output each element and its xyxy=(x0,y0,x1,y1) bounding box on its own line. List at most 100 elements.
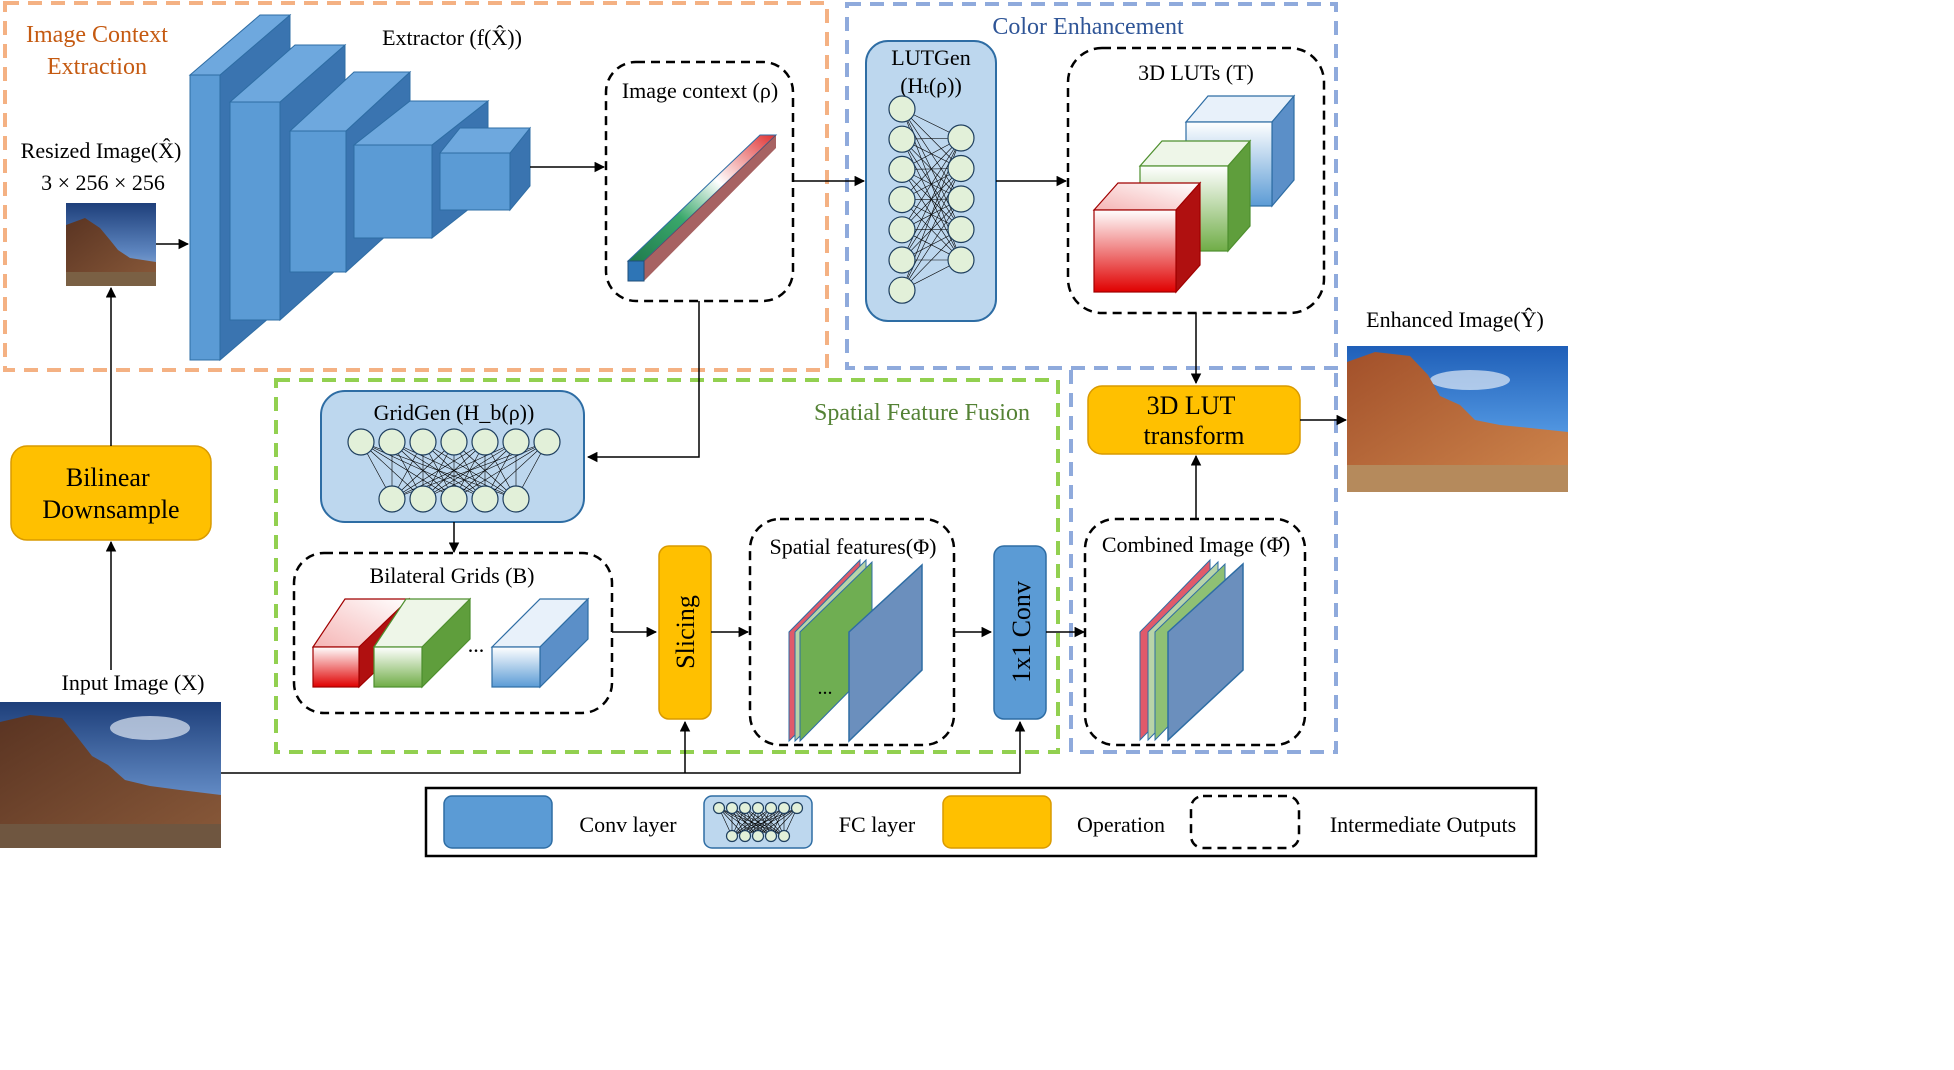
fc-neuron xyxy=(378,485,406,513)
fc-connection xyxy=(731,807,759,837)
fc-neuron xyxy=(409,485,437,513)
fc-neuron xyxy=(947,215,975,244)
downsample-label: Bilinear Downsample xyxy=(42,463,179,524)
fc-neuron xyxy=(533,428,561,456)
fc-neuron xyxy=(738,829,752,843)
fc-neuron xyxy=(751,829,765,843)
fc-connection xyxy=(744,807,798,837)
fc-neuron xyxy=(471,428,499,456)
fc-connection xyxy=(901,137,962,230)
grid-block-blue xyxy=(490,597,590,689)
context-vector xyxy=(626,134,778,282)
fc-neuron xyxy=(502,485,530,513)
fc-neuron xyxy=(777,801,791,815)
spatial-features-label: Spatial features(Φ) xyxy=(770,534,937,559)
fc-connection xyxy=(391,441,486,500)
fc-connection xyxy=(731,807,772,837)
fc-connection xyxy=(391,441,455,500)
fc-neuron xyxy=(888,246,916,274)
fc-neuron xyxy=(888,95,916,123)
fc-neuron xyxy=(725,829,739,843)
fc-connection xyxy=(901,137,962,200)
resized-dims-label: 3 × 256 × 256 xyxy=(41,170,165,195)
bilateral-grids-box xyxy=(292,551,614,715)
legend-fc-label: FC layer xyxy=(839,812,916,837)
fc-neuron xyxy=(409,428,437,456)
fc-connection xyxy=(770,807,798,837)
fc-connection xyxy=(453,441,548,500)
fc-neuron xyxy=(888,125,916,153)
slicing-label: Slicing xyxy=(671,595,700,669)
fc-neuron xyxy=(738,801,752,815)
color-enhancement-title: Color Enhancement xyxy=(992,14,1184,40)
fc-neuron xyxy=(777,829,791,843)
legend-operation-label: Operation xyxy=(1077,812,1165,837)
extractor-cnn xyxy=(188,13,532,362)
fc-neuron xyxy=(764,829,778,843)
spatial-fusion-region xyxy=(274,378,1060,754)
fc-neuron xyxy=(440,485,468,513)
image-context-label: Image context (ρ) xyxy=(622,78,778,103)
fc-neuron xyxy=(502,428,530,456)
fc-connection xyxy=(422,441,548,500)
fc-neuron xyxy=(347,428,375,456)
color-enhancement-region xyxy=(845,2,1338,370)
gridgen-network xyxy=(347,428,561,513)
fc-neuron xyxy=(712,801,726,815)
fc-neuron xyxy=(888,276,916,304)
legend-conv-swatch xyxy=(443,795,553,849)
lutgen-fn-label: (Hₜ(ρ)) xyxy=(900,73,962,98)
fc-connection xyxy=(901,137,962,261)
fc-neuron xyxy=(888,155,916,183)
extractor-label: Extractor (f(X̂)) xyxy=(382,25,522,50)
enhanced-image-label: Enhanced Image(Ŷ) xyxy=(1366,307,1544,332)
fc-neuron xyxy=(888,216,916,244)
features-ellipsis: ... xyxy=(818,677,833,699)
combined-maps xyxy=(1139,558,1244,742)
fc-neuron xyxy=(790,801,804,815)
fc-connection xyxy=(391,441,517,500)
fc-neuron xyxy=(751,801,765,815)
downsample-op xyxy=(10,445,212,541)
resized-image-thumbnail xyxy=(66,203,156,286)
grid-block-green xyxy=(372,597,472,689)
fc-connection xyxy=(757,807,798,837)
lutgen-label: LUTGen xyxy=(891,45,970,70)
fc-neuron xyxy=(471,485,499,513)
combined-image-box xyxy=(1083,517,1307,747)
conv1x1-label: 1x1 Conv xyxy=(1007,581,1036,683)
fc-neuron xyxy=(725,801,739,815)
fc-neuron xyxy=(947,185,975,213)
legend-conv-label: Conv layer xyxy=(579,812,677,837)
bilateral-grids-label: Bilateral Grids (B) xyxy=(370,563,535,588)
input-image-label: Input Image (X) xyxy=(62,670,205,695)
input-image-thumbnail xyxy=(0,702,221,848)
fc-neuron xyxy=(378,428,406,456)
legend-operation-swatch xyxy=(942,795,1052,849)
spatial-fusion-title: Spatial Feature Fusion xyxy=(814,400,1030,426)
resized-image-label: Resized Image(X̂) xyxy=(21,138,182,163)
color-enhancement-region-lower xyxy=(1069,368,1338,754)
fc-connection xyxy=(901,229,962,291)
image-context-region xyxy=(3,1,829,372)
legend-fc-network xyxy=(712,801,804,843)
combined-image-label: Combined Image (Φ̂) xyxy=(1102,532,1290,557)
lutgen-network xyxy=(888,95,975,304)
fc-connection xyxy=(484,441,548,500)
gridgen-label: GridGen (H_b(ρ)) xyxy=(374,400,535,425)
grids-ellipsis: ... xyxy=(468,632,485,657)
lut-cube-red xyxy=(1092,181,1202,294)
luts-label: 3D LUTs (T) xyxy=(1138,60,1254,85)
fc-neuron xyxy=(440,428,468,456)
fc-neuron xyxy=(947,154,975,183)
fc-connection xyxy=(731,807,785,837)
lut-transform-label: 3D LUT transform xyxy=(1143,391,1244,450)
enhanced-image-thumbnail xyxy=(1347,346,1568,492)
fc-neuron xyxy=(888,186,916,214)
fc-connection xyxy=(901,168,962,291)
legend-intermediate-label: Intermediate Outputs xyxy=(1330,812,1516,837)
feature-maps xyxy=(788,558,923,743)
fc-connection xyxy=(901,198,962,291)
